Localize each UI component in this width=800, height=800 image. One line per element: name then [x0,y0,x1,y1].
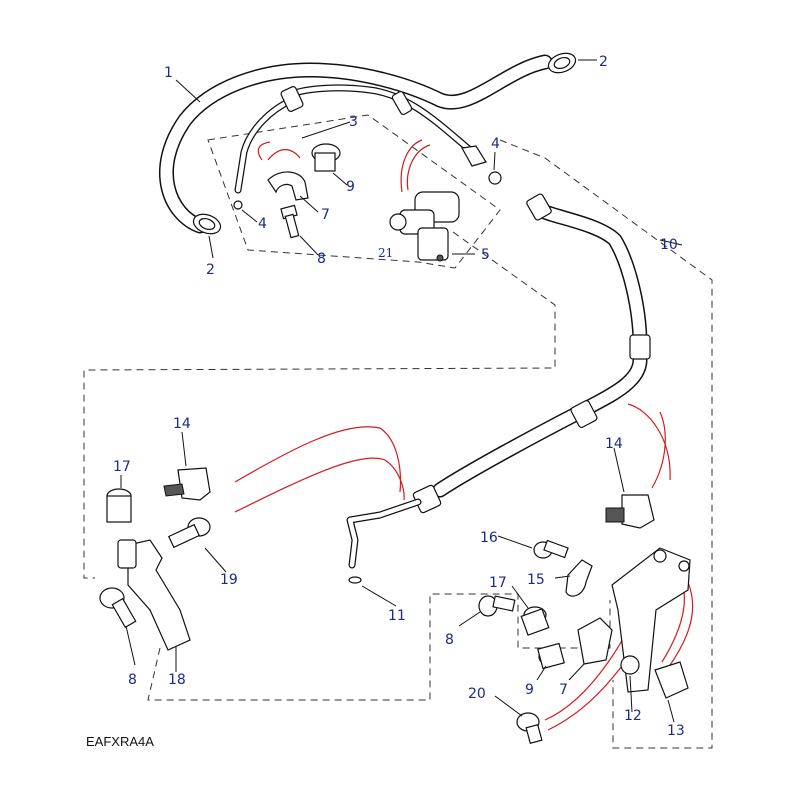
callout-1: 1 [164,65,173,81]
callout-17-left: 17 [113,459,131,475]
bolt-right-lower [516,712,543,745]
pressure-hose [412,193,651,514]
o-ring-upper [488,171,502,185]
insulator-left [106,488,132,523]
callout-9-lower: 9 [525,682,534,698]
bolt-upper [280,204,300,239]
callout-4-lower: 4 [258,216,267,232]
p-clip-right [565,559,593,597]
callout-17-right: 17 [489,575,507,591]
callout-8-mid: 8 [445,632,454,648]
bracket-left [117,539,191,651]
callout-2-upper: 2 [599,54,608,70]
bolt-left-lower [99,587,137,629]
return-hose [159,54,553,234]
callout-19: 19 [220,572,238,588]
callout-4-upper: 4 [491,136,500,152]
clip-right-lower [654,661,689,699]
callout-8-left: 8 [128,672,137,688]
callout-11: 11 [388,608,406,624]
upper-pipe [234,84,487,194]
p-clip-upper [267,171,309,201]
reference-line [627,403,671,481]
p-clip-right-lower [577,617,613,665]
clip-left [163,467,211,501]
group-10-boundary [499,139,713,749]
reference-line [406,144,431,191]
reference-line [234,426,402,493]
callout-14-left: 14 [173,416,191,432]
bolt-left [167,517,211,549]
callout-8-upper: 8 [317,251,326,267]
callout-13: 13 [667,723,685,739]
reference-line [234,457,405,513]
reference-line [257,141,271,161]
bolt-right-upper [533,539,569,559]
callout-2-lower: 2 [206,262,215,278]
drawing-code: EAFXRA4A [86,734,154,749]
nut-right [620,655,640,675]
callout-18: 18 [168,672,186,688]
insulator-right-lower [537,642,565,670]
reference-line [651,411,666,489]
callout-9-upper: 9 [346,179,355,195]
clip-right [605,494,655,529]
insulator-right-upper [520,606,550,636]
callout-21: 21 [378,246,393,260]
valve-block [389,191,460,262]
o-ring-left [233,200,243,210]
callout-10: 10 [660,237,678,253]
callout-7-upper: 7 [321,207,330,223]
bolt-right-mid [478,595,516,617]
callout-20: 20 [468,686,486,702]
callout-5: 5 [481,247,490,263]
reference-line [400,139,423,193]
leader-lines [120,59,683,723]
group-3-boundary [207,114,501,269]
callout-3: 3 [349,114,358,130]
callout-12: 12 [624,708,642,724]
callout-15: 15 [527,572,545,588]
hose-clip-upper [547,52,577,74]
reference-line [267,149,301,161]
callout-7-lower: 7 [559,682,568,698]
insulator-upper [311,143,341,172]
callouts: 1 2 2 3 4 4 5 7 7 8 8 8 9 9 10 11 12 13 … [113,54,685,739]
callout-16: 16 [480,530,498,546]
lower-pipe [346,498,422,584]
hose-clip-lower [192,213,222,235]
callout-14-right: 14 [605,436,623,452]
